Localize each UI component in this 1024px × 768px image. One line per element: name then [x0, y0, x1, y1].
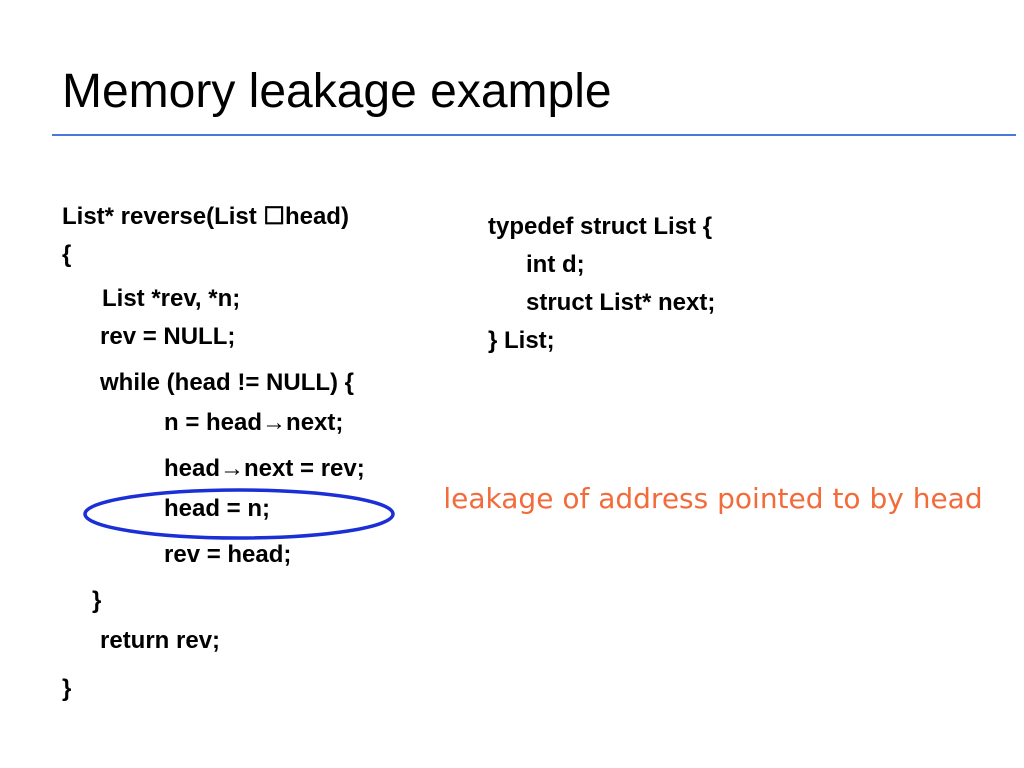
code-line-signature: List* reverse(List ☐head): [62, 203, 349, 230]
code-line-close-loop: }: [92, 587, 102, 614]
code-line-return: return rev;: [100, 627, 221, 654]
code-line-open-brace: {: [62, 241, 72, 268]
code-text: head: [164, 455, 221, 482]
code-text: n = head: [164, 409, 263, 436]
code-line-next-assign: head→next = rev;: [164, 454, 365, 484]
struct-line-next: struct List* next;: [526, 289, 716, 316]
highlight-ellipse-outline: [83, 488, 395, 540]
code-line-declare: List *rev, *n;: [102, 285, 241, 312]
code-line-rev-assign: rev = head;: [164, 541, 292, 568]
slide-title: Memory leakage example: [62, 65, 612, 118]
struct-line-typedef: typedef struct List {: [488, 213, 713, 240]
highlight-ellipse: [83, 488, 395, 540]
title-divider: [52, 134, 1016, 136]
leak-annotation: leakage of address pointed to by head: [443, 482, 983, 515]
arrow-right-icon: →: [220, 455, 245, 482]
struct-line-close: } List;: [488, 327, 555, 354]
code-text: next = rev;: [244, 455, 365, 482]
code-text: next;: [286, 409, 344, 436]
code-line-n-assign: n = head→next;: [164, 408, 343, 438]
code-line-rev-null: rev = NULL;: [100, 323, 236, 350]
code-line-close-brace: }: [62, 675, 72, 702]
code-line-head-assign: head = n;: [164, 495, 271, 522]
code-line-while: while (head != NULL) {: [100, 369, 355, 396]
arrow-right-icon: →: [262, 409, 287, 436]
struct-line-int: int d;: [526, 251, 585, 278]
